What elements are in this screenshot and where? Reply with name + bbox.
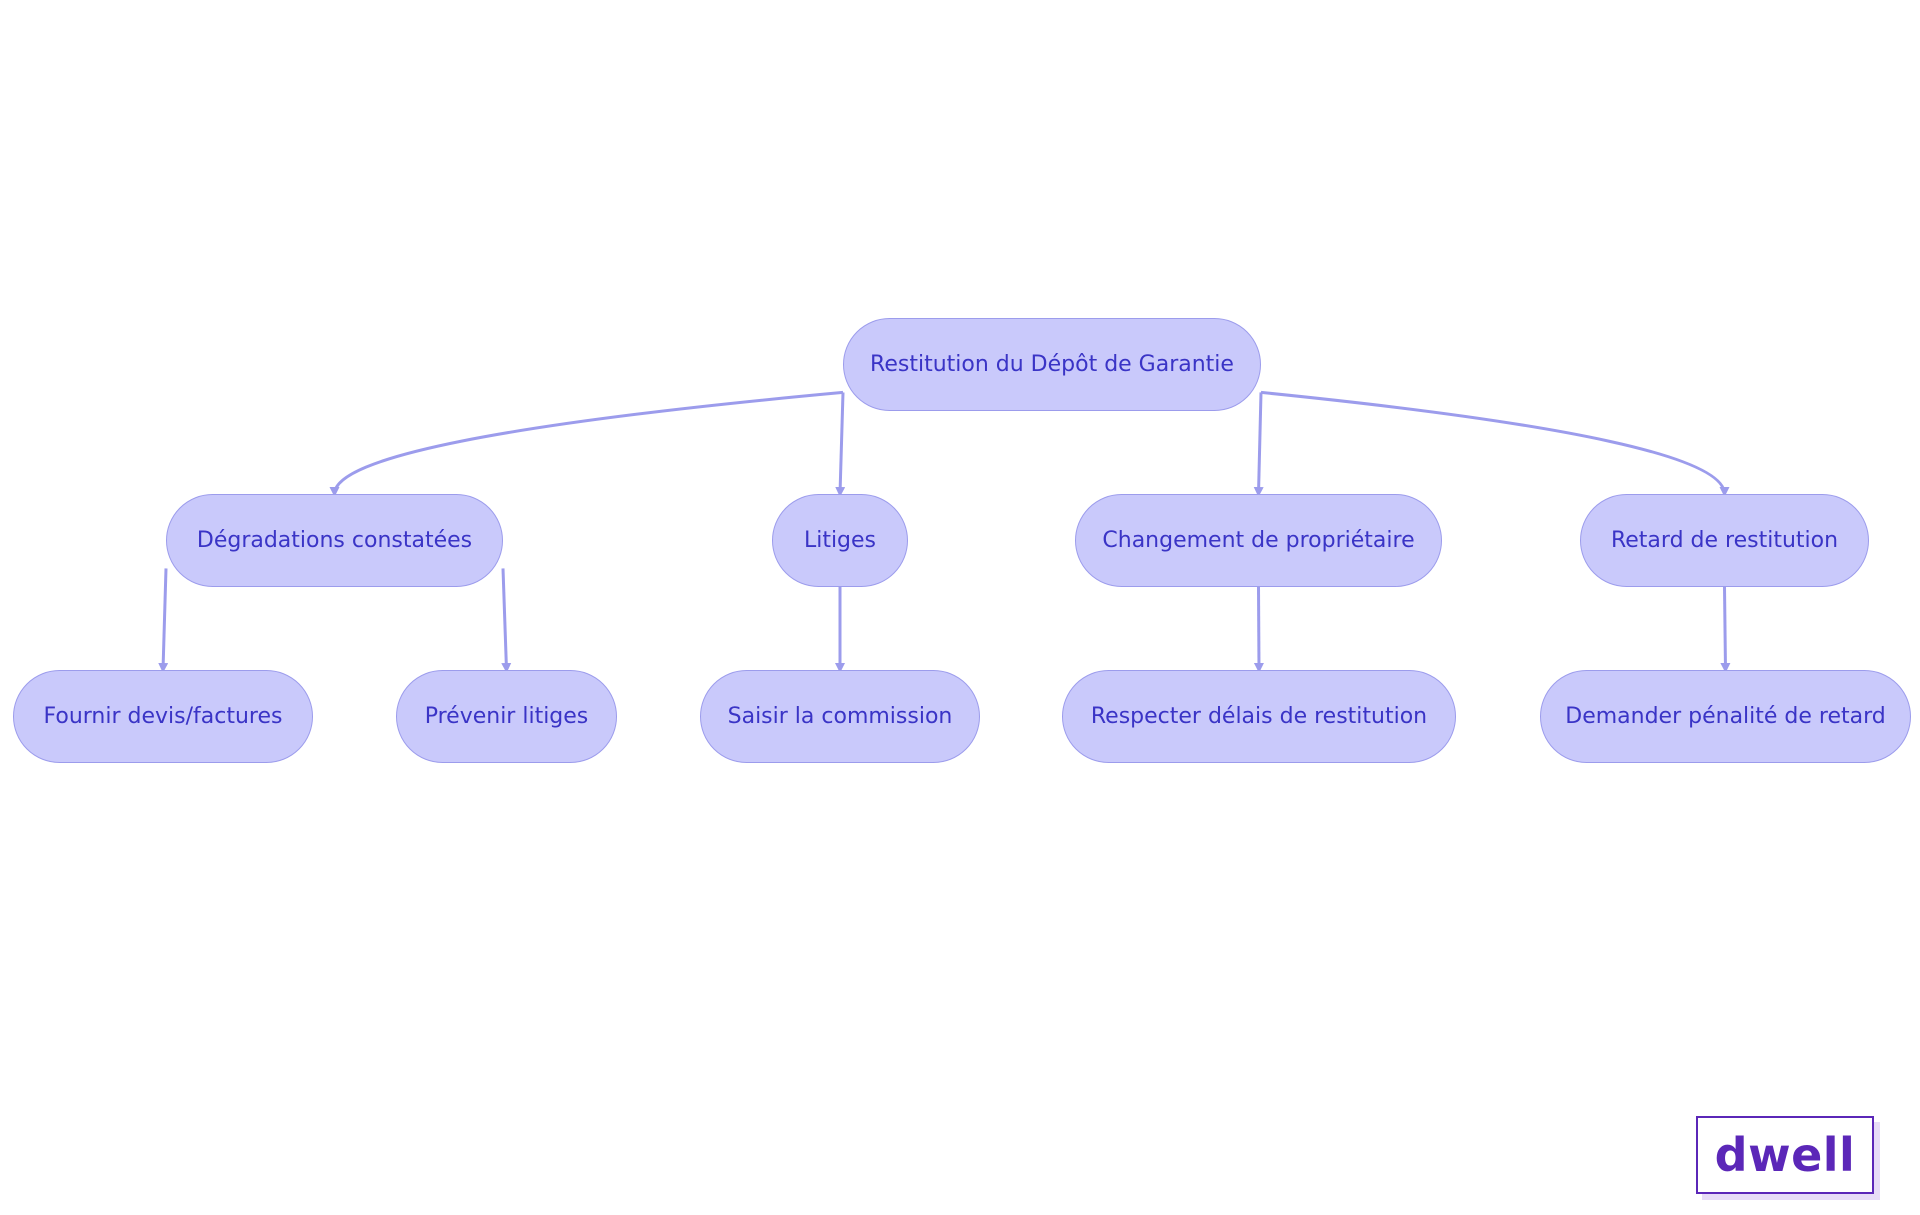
- edges-layer: [158, 390, 1731, 673]
- node-prevenir-litiges[interactable]: Prévenir litiges: [396, 670, 617, 763]
- node-fournir-devis-factures[interactable]: Fournir devis/factures: [13, 670, 313, 763]
- node-litiges[interactable]: Litiges: [772, 494, 908, 587]
- node-retard-restitution[interactable]: Retard de restitution: [1580, 494, 1869, 587]
- edge-root-to-chg: [1253, 392, 1264, 497]
- node-saisir-commission[interactable]: Saisir la commission: [700, 670, 980, 763]
- node-restitution-depot-garantie[interactable]: Restitution du Dépôt de Garantie: [843, 318, 1261, 411]
- node-changement-proprietaire[interactable]: Changement de propriétaire: [1075, 494, 1442, 587]
- edge-root-to-lit: [835, 392, 846, 497]
- edge-deg-to-pre: [501, 568, 512, 673]
- node-respecter-delais[interactable]: Respecter délais de restitution: [1062, 670, 1456, 763]
- node-degradations-constatees[interactable]: Dégradations constatées: [166, 494, 503, 587]
- dwell-logo: dwell: [1696, 1116, 1874, 1194]
- edge-root-to-ret: [1260, 390, 1730, 497]
- edge-chg-to-res: [1253, 586, 1264, 673]
- node-demander-penalite[interactable]: Demander pénalité de retard: [1540, 670, 1911, 763]
- edge-root-to-deg: [329, 390, 844, 497]
- edge-ret-to-dem: [1720, 586, 1731, 673]
- edge-deg-to-dev: [158, 568, 169, 673]
